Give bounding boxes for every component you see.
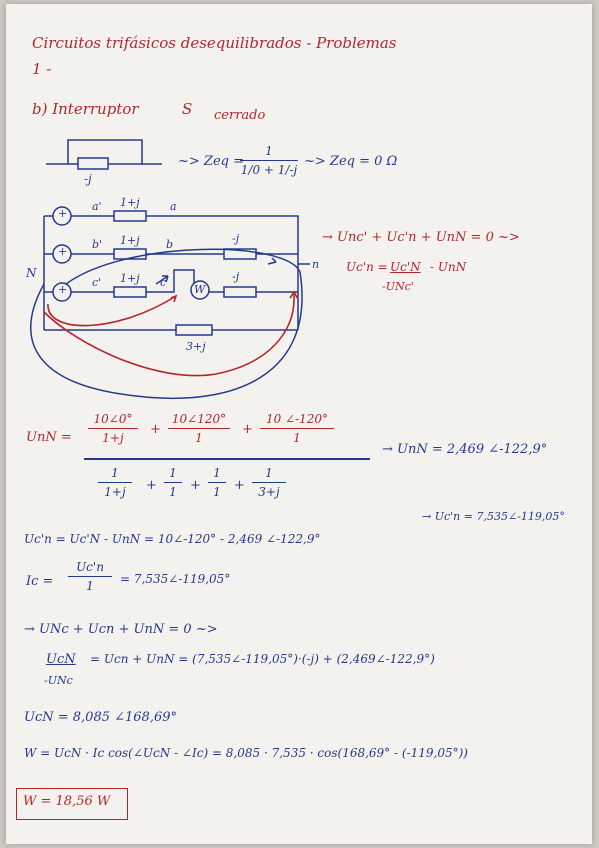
zeq-impedance-label: -j xyxy=(84,172,92,186)
node-c-prime: c' xyxy=(92,276,102,289)
source-c: + xyxy=(58,283,68,296)
kvl-line1: → Unc' + Uc'n + UnN = 0 ~> xyxy=(322,230,520,245)
zeq-lhs: ~> Zeq = xyxy=(178,154,244,169)
ucn2-expression: = Ucn + UnN = (7,535∠-119,05°)·(-j) + (2… xyxy=(90,652,435,666)
impedance-a: 1+j xyxy=(120,196,140,209)
paper-sheet: Circuitos trifásicos desequilibrados - P… xyxy=(6,4,592,844)
load-b: -j xyxy=(232,232,240,245)
node-a-prime: a' xyxy=(92,200,102,213)
part-label: b) Interruptor xyxy=(32,100,139,118)
unn-t2-num: 10∠120° xyxy=(171,412,227,426)
ic-rhs: = 7,535∠-119,05° xyxy=(120,572,231,586)
w-result: W = 18,56 W xyxy=(23,794,111,809)
answer-box: W = 18,56 W xyxy=(16,788,128,820)
problem-number: 1 - xyxy=(32,60,52,78)
zeq-num: 1 xyxy=(265,144,273,158)
unn-lhs: UnN = xyxy=(26,430,72,445)
unn-t1-num: 10∠0° xyxy=(93,412,133,426)
node-b-prime: b' xyxy=(92,238,103,251)
wattmeter-label: W xyxy=(194,283,206,296)
node-N: N xyxy=(26,266,37,280)
unn-t3-num: 10 ∠-120° xyxy=(265,412,329,426)
neutral-impedance: 3+j xyxy=(186,340,206,353)
unn-den2: 1 1 xyxy=(164,466,182,499)
ucn-result: → Uc'n = 7,535∠-119,05° xyxy=(422,510,565,523)
unn-den1: 1 1+j xyxy=(98,466,132,499)
kvl-line2-rest: - UnN xyxy=(430,260,467,274)
ic-lhs: Ic = xyxy=(26,574,54,589)
impedance-c: 1+j xyxy=(120,272,140,285)
source-a: + xyxy=(58,207,68,220)
unn-t3-den: 1 xyxy=(293,431,301,445)
page-title: Circuitos trifásicos desequilibrados - P… xyxy=(32,34,397,52)
kvl-line2-under: -UNc' xyxy=(382,280,414,293)
ucn2-under: -UNc xyxy=(44,674,73,687)
kvl2-line: → UNc + Ucn + UnN = 0 ~> xyxy=(24,622,218,637)
node-b: b xyxy=(166,238,174,251)
ucn-expression: Uc'n = Uc'N - UnN = 10∠-120° - 2,469 ∠-1… xyxy=(24,532,321,546)
ucn2-lhs: UcN xyxy=(46,652,76,667)
unn-den3: 1 1 xyxy=(208,466,226,499)
zeq-diagram xyxy=(46,139,162,170)
node-n: n xyxy=(312,258,320,271)
zeq-fraction: 1 1/0 + 1/-j xyxy=(240,144,298,177)
unn-term2: 10∠120° 1 xyxy=(168,412,230,445)
unn-main-bar xyxy=(84,458,370,460)
kvl-line2-lhs: Uc'n = xyxy=(346,260,388,274)
ucn-final: UcN = 8,085 ∠168,69° xyxy=(24,710,177,725)
switch-state: cerrado xyxy=(214,108,266,123)
impedance-b: 1+j xyxy=(120,234,140,247)
ic-fraction: Uc'n 1 xyxy=(68,560,112,593)
unn-t2-den: 1 xyxy=(195,431,203,445)
unn-term1: 10∠0° 1+j xyxy=(88,412,138,445)
load-c: -j xyxy=(232,270,240,283)
zeq-rhs: ~> Zeq = 0 Ω xyxy=(304,154,398,169)
unn-result: → UnN = 2,469 ∠-122,9° xyxy=(382,442,548,457)
switch-name: S xyxy=(182,100,193,118)
zeq-den: 1/0 + 1/-j xyxy=(240,163,298,177)
node-a: a xyxy=(170,200,177,213)
unn-t1-den: 1+j xyxy=(102,431,124,445)
w-equation: W = UcN · Ic cos(∠UcN - ∠Ic) = 8,085 · 7… xyxy=(24,746,468,760)
kvl-line2-term: Uc'N xyxy=(390,260,421,274)
node-c: c xyxy=(160,276,167,289)
unn-term3: 10 ∠-120° 1 xyxy=(260,412,334,445)
source-b: + xyxy=(58,245,68,258)
circuit-diagram xyxy=(30,206,310,400)
unn-den4: 1 3+j xyxy=(252,466,286,499)
